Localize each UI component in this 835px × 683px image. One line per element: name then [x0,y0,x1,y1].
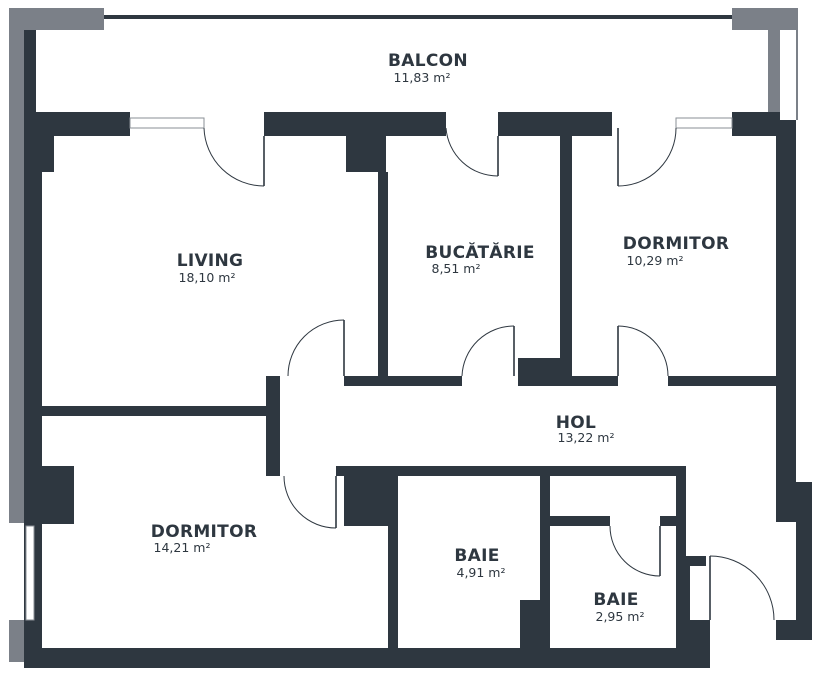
room-area: 18,10 m² [179,270,236,285]
structural-pillars [9,8,24,662]
walls [24,112,812,668]
balcony-railing [22,8,798,120]
room-area: 13,22 m² [558,430,615,445]
room-dormitor-1: DORMITOR 10,29 m² [623,234,729,268]
room-area: 11,83 m² [394,70,451,85]
room-area: 8,51 m² [432,261,481,276]
doors [203,127,775,621]
room-name: BAIE [593,590,638,610]
room-name: BUCĂTĂRIE [425,241,535,263]
room-area: 10,29 m² [627,253,684,268]
room-name: BALCON [388,51,468,71]
room-baie-2: BAIE 2,95 m² [593,590,644,624]
room-name: LIVING [177,251,244,271]
room-living: LIVING 18,10 m² [177,251,244,285]
room-hol: HOL 13,22 m² [556,413,615,445]
room-balcon: BALCON 11,83 m² [388,51,468,85]
room-baie-1: BAIE 4,91 m² [454,546,505,580]
room-name: DORMITOR [151,522,257,542]
room-area: 4,91 m² [457,565,506,580]
room-area: 2,95 m² [596,609,645,624]
room-name: BAIE [454,546,499,566]
room-name: DORMITOR [623,234,729,254]
room-bucatarie: BUCĂTĂRIE 8,51 m² [425,241,535,276]
windows [25,117,733,621]
room-name: HOL [556,413,596,433]
room-area: 14,21 m² [154,540,211,555]
room-dormitor-2: DORMITOR 14,21 m² [151,522,257,555]
